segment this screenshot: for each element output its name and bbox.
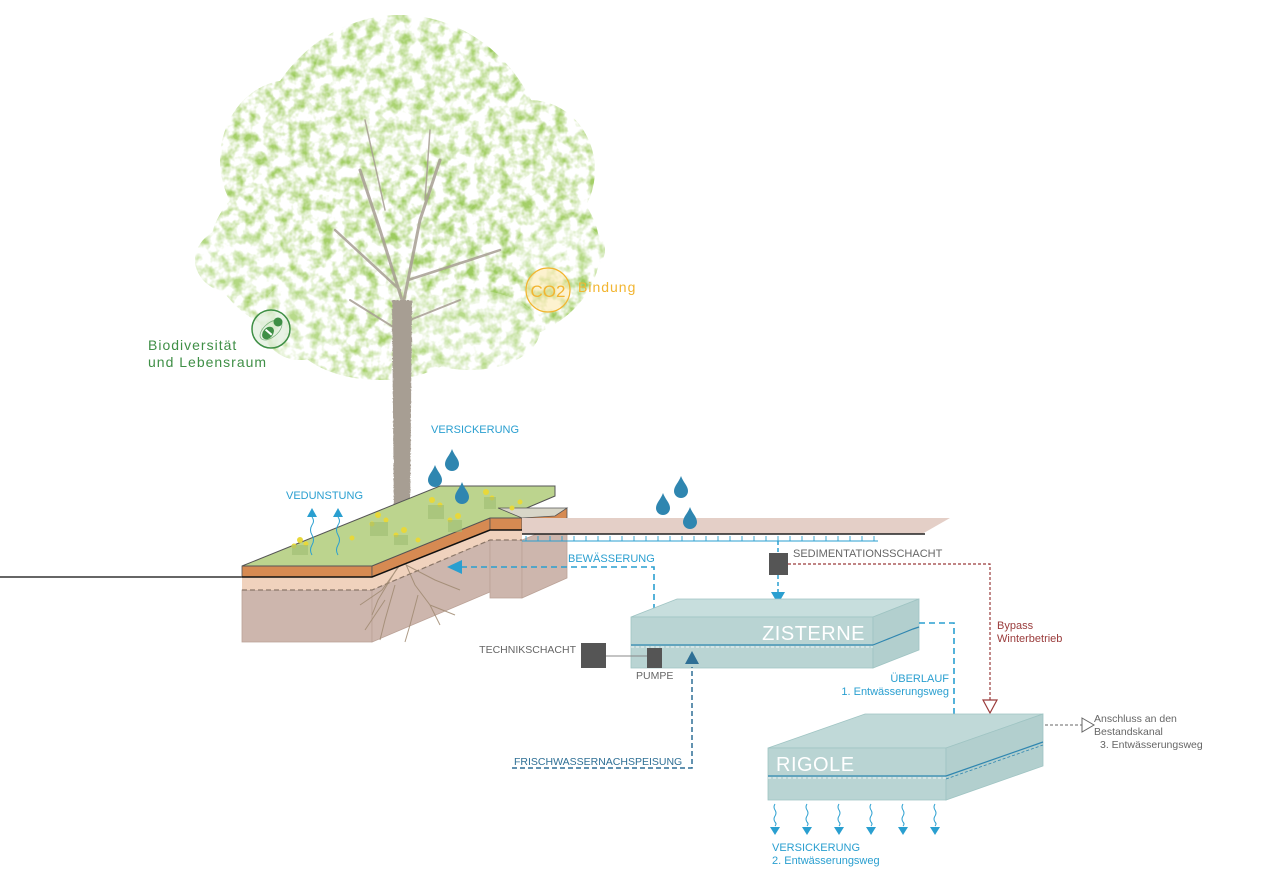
soil-base-front-left xyxy=(241,589,373,643)
tree-trunk xyxy=(392,300,412,520)
sewer-label-line1: Anschluss an den xyxy=(1094,713,1177,725)
rigole-water-level-side-wave xyxy=(945,744,1044,780)
infiltration-arrowhead xyxy=(866,827,876,835)
infiltration-arrowhead xyxy=(834,827,844,835)
ground-line-planter xyxy=(242,529,522,578)
evaporation-arrowhead-2 xyxy=(333,508,343,517)
water-drop-icon xyxy=(445,449,459,471)
water-drop-icon xyxy=(674,476,688,498)
infiltration-arrowhead xyxy=(930,827,940,835)
technikschacht-label: TECHNIKSCHACHT xyxy=(479,644,576,656)
tree-branches xyxy=(333,119,502,331)
bypass-line xyxy=(788,563,991,700)
co2-icon-text: CO2 xyxy=(531,282,566,301)
sewer-connection-arrowhead xyxy=(1081,717,1095,733)
sediment-to-cistern-arrowhead xyxy=(771,592,785,604)
sedimentation-label: SEDIMENTATIONSSCHACHT xyxy=(793,548,943,560)
co2-badge: CO2 Bindung xyxy=(525,267,636,313)
water-drop-icon xyxy=(428,465,442,487)
bypass-arrowhead xyxy=(981,699,999,715)
infiltration-wave xyxy=(837,803,841,827)
biodiversity-label-line2: und Lebensraum xyxy=(148,354,267,370)
overflow-line xyxy=(919,622,955,718)
infiltration-wave xyxy=(901,803,905,827)
grass-step-surface xyxy=(497,507,569,519)
cistern-top xyxy=(630,598,920,618)
infiltration-wave xyxy=(869,803,873,827)
infiltration-arrowhead xyxy=(802,827,812,835)
fresh-water-label: FRISCHWASSERNACHSPEISUNG xyxy=(514,756,682,768)
evaporation-arrows xyxy=(310,516,340,556)
infiltration-wave xyxy=(933,803,937,827)
biodiversity-badge: Biodiversität und Lebensraum xyxy=(148,309,291,370)
rigole-label: RIGOLE xyxy=(776,754,855,776)
technikschacht xyxy=(581,643,606,668)
water-drop-icon xyxy=(656,493,670,515)
pump xyxy=(647,648,662,668)
bypass-label-line1: Bypass xyxy=(997,620,1034,632)
tree-roots xyxy=(359,559,461,643)
rigole-side xyxy=(945,713,1044,801)
subsoil-slope xyxy=(372,530,490,590)
vedunstung-label: VEDUNSTUNG xyxy=(286,490,363,502)
water-drop-icon xyxy=(683,507,697,529)
versickerung-bottom-label-line1: VERSICKERUNG xyxy=(772,842,860,854)
fresh-water-line xyxy=(512,667,693,769)
pavement-surface xyxy=(522,518,950,534)
tree-canopy xyxy=(195,15,605,380)
drainage-ticks xyxy=(525,536,875,541)
cistern: ZISTERNE xyxy=(630,598,920,669)
evaporation-arrowhead-1 xyxy=(307,508,317,517)
planter-bed xyxy=(241,485,569,643)
pump-label: PUMPE xyxy=(636,670,673,682)
water-drop-icon xyxy=(455,482,469,504)
topsoil-left xyxy=(241,565,373,578)
irrigation-arrowhead xyxy=(447,560,462,574)
subsoil-step xyxy=(490,530,522,540)
topsoil-step xyxy=(489,517,523,531)
versickerung-top-label: VERSICKERUNG xyxy=(431,424,519,436)
cistern-water-level-side xyxy=(872,626,920,646)
overflow-label-line2: 1. Entwässerungsweg xyxy=(841,686,949,698)
sewer-label-line2: Bestandskanal xyxy=(1094,726,1163,738)
pavement xyxy=(522,518,950,542)
rigole-water-level-side xyxy=(945,741,1044,777)
bee-icon xyxy=(259,317,283,341)
versickerung-bottom-label-line2: 2. Entwässerungsweg xyxy=(772,855,880,867)
infiltration-wave xyxy=(805,803,809,827)
rigole: RIGOLE xyxy=(767,713,1044,801)
sewer-label-line3: 3. Entwässerungsweg xyxy=(1100,739,1203,751)
cistern-label: ZISTERNE xyxy=(762,623,865,645)
soil-base-front-step xyxy=(489,539,523,599)
bewaesserung-label: BEWÄSSERUNG xyxy=(568,553,655,565)
biodiversity-label-line1: Biodiversität xyxy=(148,337,237,353)
subsoil-dashed-line xyxy=(242,539,522,591)
co2-label: Bindung xyxy=(578,279,636,295)
sedimentation-shaft xyxy=(769,553,788,575)
infiltration-wave xyxy=(773,803,777,827)
co2-icon-circle xyxy=(525,267,571,313)
fresh-water-arrowhead xyxy=(685,651,699,664)
rain-drops xyxy=(428,449,697,529)
infiltration-arrows xyxy=(770,803,940,835)
infiltration-arrowhead xyxy=(898,827,908,835)
subsoil-left xyxy=(242,577,372,590)
flower-stems xyxy=(292,497,496,555)
tree xyxy=(195,15,605,520)
infiltration-arrowhead xyxy=(770,827,780,835)
overflow-label-line1: ÜBERLAUF xyxy=(890,673,949,685)
bypass-label-line2: Winterbetrieb xyxy=(997,633,1062,645)
cistern-side xyxy=(872,598,920,669)
